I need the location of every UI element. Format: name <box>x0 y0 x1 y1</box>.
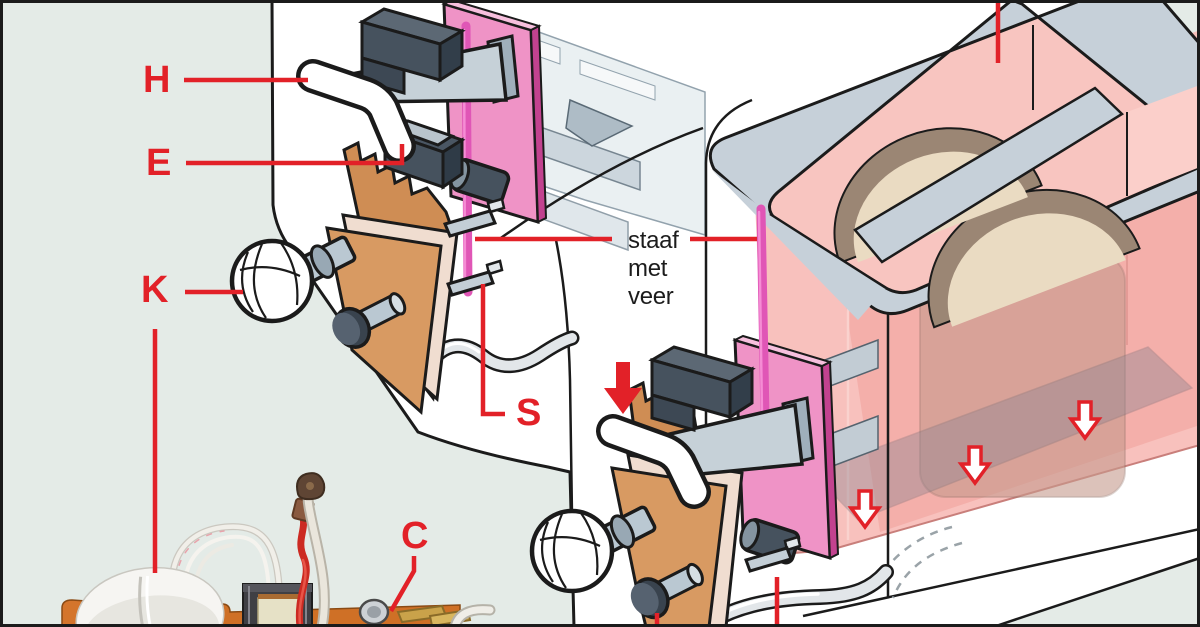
photo-clamp <box>358 598 390 626</box>
latch-1a <box>442 197 506 238</box>
screw-2 <box>630 562 704 620</box>
annotation-text-line1: staaf <box>628 227 679 254</box>
electromagnet-2 <box>648 345 756 432</box>
body-cut-edge-left <box>497 126 704 242</box>
annotation-rod-with-spring: staaf met veer <box>475 227 757 310</box>
annotation-text-line2: met <box>628 255 668 282</box>
bread-slice-2 <box>927 188 1141 329</box>
movement-arrow-icon <box>1067 400 1103 441</box>
leader-line-c <box>389 556 417 613</box>
body-base-edge <box>802 527 1200 618</box>
browning-knob-1 <box>229 238 315 324</box>
photo-brass-terminal <box>396 604 496 627</box>
photo-toaster-internals <box>61 472 496 627</box>
slot-far-wall <box>1127 85 1200 196</box>
press-arrow-icon <box>604 362 642 414</box>
mechanism-pressed <box>529 204 840 627</box>
rim-front-band <box>712 170 886 320</box>
photo-wire-sleeved <box>296 472 330 627</box>
label-e: E <box>146 142 171 184</box>
body-cut-edge-mid <box>554 239 574 516</box>
solenoid-box <box>358 7 466 95</box>
latch-2 <box>744 535 802 573</box>
lever-released <box>296 59 416 163</box>
photo-knob <box>75 566 225 627</box>
label-c: C <box>401 515 428 557</box>
browning-knob-2 <box>529 508 615 594</box>
label-s: S <box>516 392 541 434</box>
movement-arrow-icon <box>847 489 883 530</box>
spring-rod-2 <box>756 204 770 423</box>
annotation-text-line3: veer <box>628 283 674 310</box>
carriage-plate <box>810 346 1194 521</box>
label-k: K <box>141 269 169 311</box>
slot-rim <box>708 0 1200 329</box>
rim-divider <box>853 86 1125 264</box>
latch-1b <box>446 259 504 297</box>
label-h: H <box>143 59 170 101</box>
body-cut-edge-right <box>704 98 753 470</box>
movement-arrows <box>847 400 1103 530</box>
movement-arrow-icon <box>957 445 993 486</box>
lever-pressed <box>596 414 711 509</box>
leader-line-s <box>480 284 505 417</box>
annotations: H E K S C staaf met veer <box>141 59 780 627</box>
background-corner-bottom-right <box>992 556 1200 627</box>
screw-1 <box>332 292 407 349</box>
mechanism-released <box>229 0 548 416</box>
leader-line-e <box>186 144 405 166</box>
